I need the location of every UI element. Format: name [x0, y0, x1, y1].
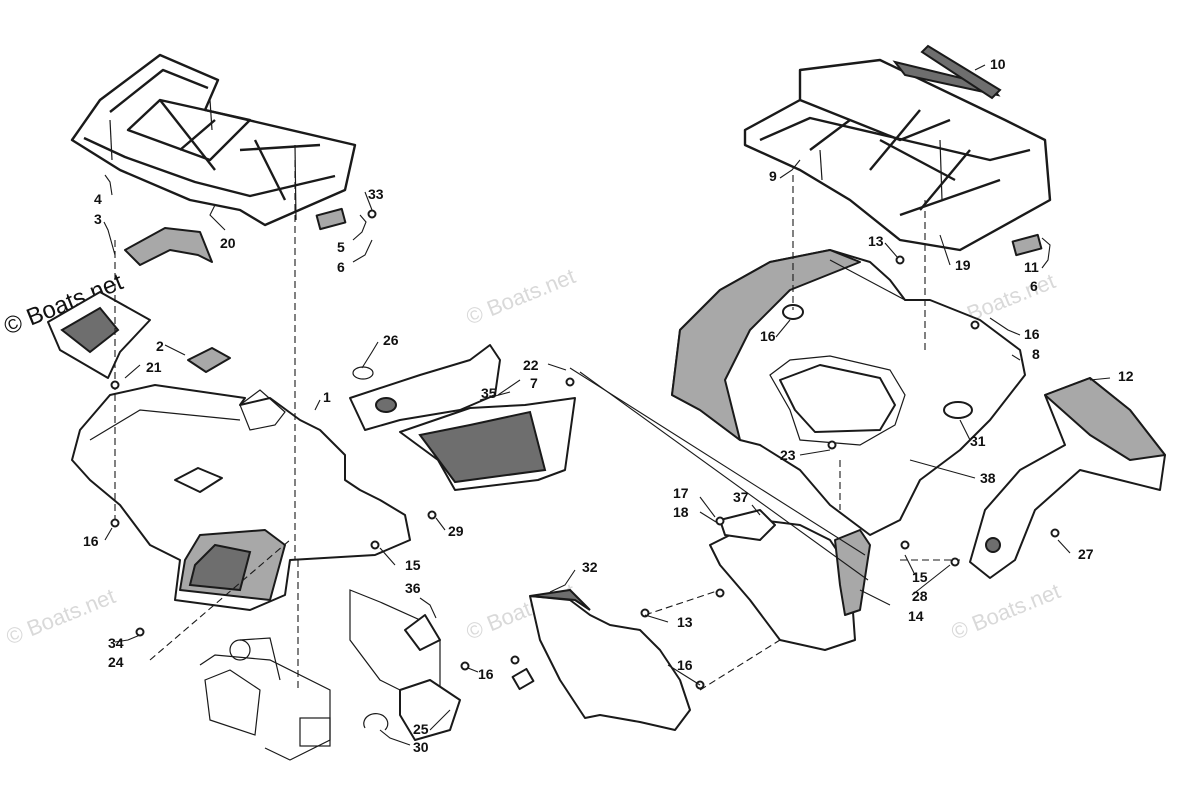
callout-7: 7 — [530, 375, 538, 391]
callout-18: 18 — [673, 504, 689, 520]
callout-14: 14 — [908, 608, 924, 624]
callout-3: 3 — [94, 211, 102, 227]
front-bracket-assembly — [199, 637, 331, 761]
clip-plate — [511, 667, 535, 691]
callout-16: 16 — [677, 657, 693, 673]
callout-38: 38 — [980, 470, 996, 486]
callout-16: 16 — [760, 328, 776, 344]
mud-flap — [834, 529, 871, 616]
callout-2: 2 — [156, 338, 164, 354]
rear-right-fender-top — [1044, 377, 1166, 461]
callout-15: 15 — [405, 557, 421, 573]
footwell-panel — [529, 595, 691, 731]
callout-28: 28 — [912, 588, 928, 604]
side-panel-insert — [418, 410, 547, 484]
callout-12: 12 — [1118, 368, 1134, 384]
callout-37: 37 — [733, 489, 749, 505]
callout-21: 21 — [146, 359, 162, 375]
callout-35: 35 — [481, 385, 497, 401]
grab-bar — [920, 44, 1002, 100]
watermark-text: © Boats.net — [463, 263, 579, 329]
callout-11: 11 — [1024, 259, 1039, 275]
callout-1: 1 — [323, 389, 331, 405]
front-left-fender-vent — [60, 306, 120, 354]
bracket-plate — [399, 679, 461, 741]
callout-6: 6 — [337, 259, 345, 275]
assembly-lines — [114, 160, 960, 691]
callout-23: 23 — [780, 447, 796, 463]
watermark-text: © Boats.net — [948, 578, 1064, 644]
callout-29: 29 — [448, 523, 464, 539]
bracket-plate — [404, 614, 441, 651]
grommet — [352, 366, 374, 380]
callout-27: 27 — [1078, 546, 1094, 562]
front-fender-flap — [124, 227, 213, 266]
callout-22: 22 — [523, 357, 539, 373]
callout-8: 8 — [1032, 346, 1040, 362]
callout-20: 20 — [220, 235, 236, 251]
watermark-text: © Boats.net — [3, 583, 119, 649]
callout-36: 36 — [405, 580, 421, 596]
callout-labels: 1 2 3 4 5 6 6 7 8 9 10 11 12 13 13 14 15… — [83, 56, 1134, 755]
callout-31: 31 — [970, 433, 986, 449]
callout-13: 13 — [868, 233, 884, 249]
front-body — [71, 384, 411, 611]
callout-34: 34 — [108, 635, 124, 651]
callout-6: 6 — [1030, 278, 1038, 294]
callout-30: 30 — [413, 739, 429, 755]
callout-16: 16 — [478, 666, 494, 682]
callout-10: 10 — [990, 56, 1006, 72]
callout-5: 5 — [337, 239, 345, 255]
side-panel-vent — [375, 397, 397, 413]
fasteners — [110, 207, 1060, 690]
callout-25: 25 — [413, 721, 429, 737]
callout-32: 32 — [582, 559, 598, 575]
callout-19: 19 — [955, 257, 971, 273]
callout-13: 13 — [677, 614, 693, 630]
callout-9: 9 — [769, 168, 777, 184]
reflector — [985, 537, 1001, 553]
front-rack — [70, 53, 357, 227]
callout-16: 16 — [83, 533, 99, 549]
callout-17: 17 — [673, 485, 689, 501]
callout-33: 33 — [368, 186, 384, 202]
front-decal — [187, 347, 231, 373]
footwell-guard — [719, 509, 776, 541]
rear-rack — [743, 58, 1052, 252]
callout-26: 26 — [383, 332, 399, 348]
callout-16: 16 — [1024, 326, 1040, 342]
callout-15: 15 — [912, 569, 928, 585]
callout-4: 4 — [94, 191, 102, 207]
callout-leaders — [103, 64, 1111, 746]
callout-24: 24 — [108, 654, 124, 670]
footwell-panel-right — [709, 519, 856, 651]
footwell-edge — [529, 588, 591, 611]
rear-body — [671, 249, 1026, 536]
hose-clamp — [363, 713, 389, 731]
